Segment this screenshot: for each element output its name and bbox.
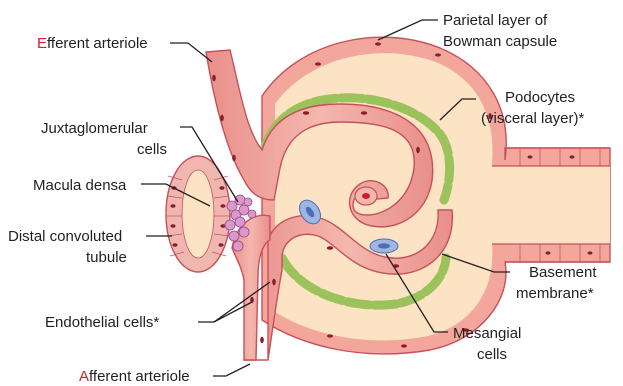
- distal-tubule-lumen: [182, 170, 214, 258]
- label-juxtaglomerular-line1: Juxtaglomerular: [41, 120, 148, 137]
- label-distal-line2: tubule: [86, 249, 127, 266]
- label-macula-densa: Macula densa: [33, 177, 127, 194]
- mesangial-cell: [370, 239, 398, 253]
- label-juxtaglomerular-line2: cells: [137, 141, 167, 158]
- label-podocytes-line2: (visceral layer)*: [481, 110, 585, 127]
- label-parietal-line1: Parietal layer of: [443, 12, 548, 29]
- central-capillary-nucleus: [362, 193, 370, 199]
- label-endothelial-cells: Endothelial cells*: [45, 314, 159, 331]
- label-distal-line1: Distal convoluted: [8, 228, 122, 245]
- label-basement-line1: Basement: [529, 264, 597, 281]
- label-podocytes-line1: Podocytes: [505, 89, 575, 106]
- label-mesangial-line2: cells: [477, 346, 507, 363]
- label-afferent-arteriole: Afferent arteriole: [79, 368, 190, 385]
- label-mesangial-line1: Mesangial: [453, 325, 521, 342]
- label-parietal-line2: Bowman capsule: [443, 33, 557, 50]
- label-efferent-arteriole: Efferent arteriole: [37, 35, 148, 52]
- label-basement-line2: membrane*: [516, 285, 594, 302]
